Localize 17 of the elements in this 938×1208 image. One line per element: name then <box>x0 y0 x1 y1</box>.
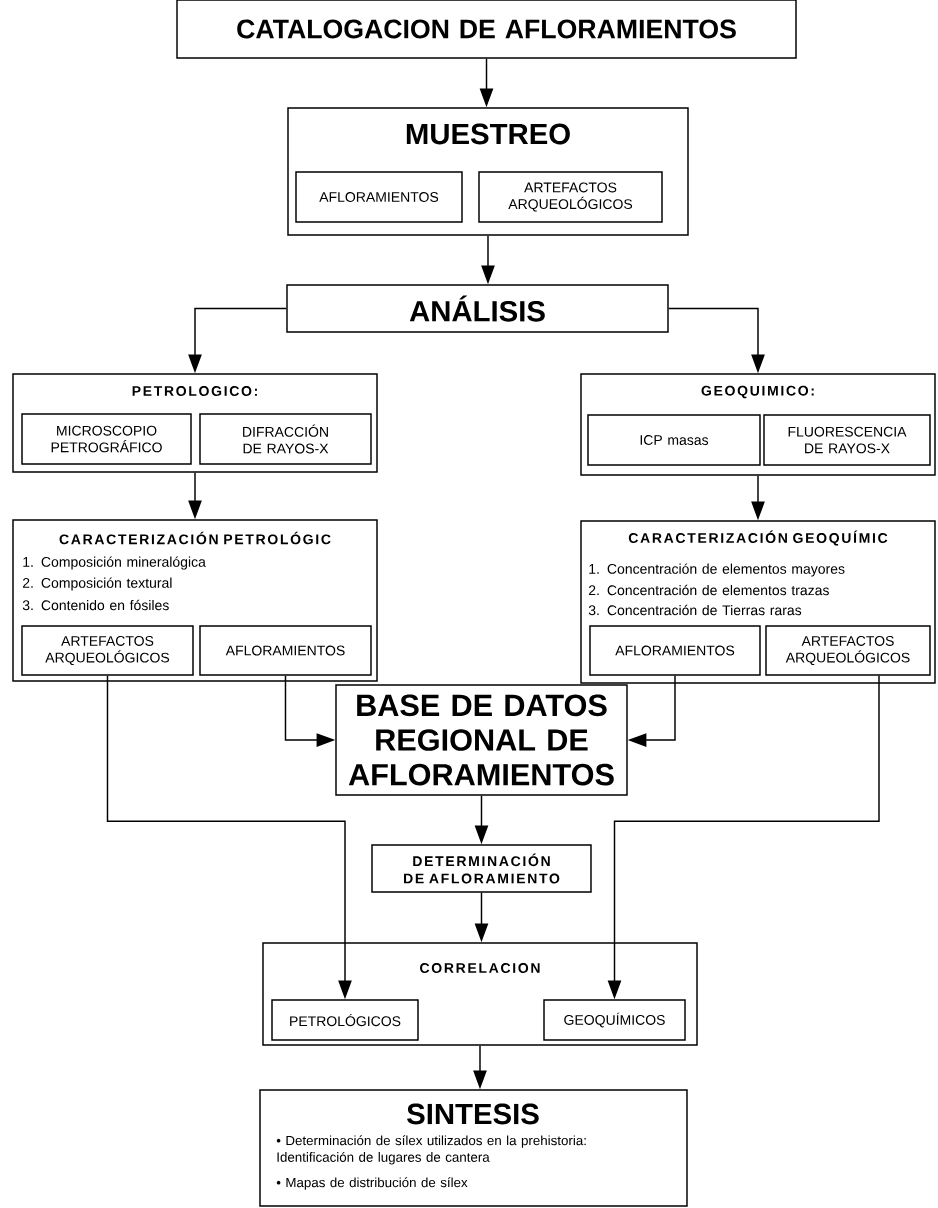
process-box: AFLORAMIENTOS <box>589 625 761 676</box>
process-box: ARTEFACTOS ARQUEOLÓGICOS <box>765 625 931 676</box>
process-box: BASE DE DATOS REGIONAL DE AFLORAMIENTOS <box>335 684 628 796</box>
process-box: PETROLÓGICOS <box>271 999 419 1041</box>
process-box: GEOQUÍMICOS <box>543 999 686 1041</box>
process-box: AFLORAMIENTOS <box>295 171 463 223</box>
text-box: SINTESIS • Determinación de sílex utilizados en la prehistoria: Identificación de lugares de cantera • Mapas de distribución de sílex <box>259 1089 688 1207</box>
process-box: DETERMINACIÓN DE AFLORAMIENTO <box>371 844 592 893</box>
process-box: MICROSCOPIO PETROGRÁFICO <box>21 413 192 465</box>
process-box: ARTEFACTOS ARQUEOLÓGICOS <box>478 171 663 223</box>
process-box: FLUORESCENCIA DE RAYOS-X <box>763 414 931 466</box>
process-box: ICP masas <box>587 414 761 466</box>
process-box: AFLORAMIENTOS <box>199 625 372 676</box>
process-box: ANÁLISIS <box>286 284 669 333</box>
process-box: CATALOGACION DE AFLORAMIENTOS <box>176 0 797 59</box>
process-box: ARTEFACTOS ARQUEOLÓGICOS <box>21 625 194 676</box>
process-box: DIFRACCIÓN DE RAYOS-X <box>199 413 372 465</box>
